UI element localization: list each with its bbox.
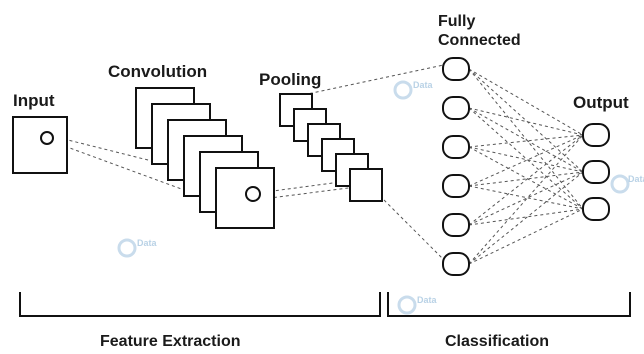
pooling-layer — [279, 93, 383, 202]
fully-connected-label-line2: Connected — [438, 32, 521, 49]
input-label: Input — [13, 91, 55, 110]
fc-output-edge — [468, 134, 584, 148]
fc-output-edge — [468, 134, 584, 187]
pooling-label: Pooling — [259, 70, 321, 89]
convolution-receptive-field — [245, 186, 261, 202]
fc-node — [442, 213, 470, 237]
fc-output-edge — [468, 68, 584, 173]
output-node — [582, 160, 610, 184]
fc-output-edge — [468, 146, 584, 173]
fully-connected-label-line1: Fully — [438, 13, 475, 30]
fc-output-edge — [468, 171, 584, 226]
fc-output-edge — [468, 107, 584, 136]
pool-to-fc-line — [297, 63, 449, 97]
input-layer — [12, 116, 68, 174]
fc-node — [442, 174, 470, 198]
fully-connected-layer — [442, 57, 470, 276]
conv-to-pool-line — [257, 177, 371, 194]
output-layer — [582, 123, 610, 221]
watermark-3: Data — [397, 295, 438, 315]
fc-output-edge — [468, 171, 584, 265]
fc-output-edge — [468, 208, 584, 226]
fc-output-edge — [468, 107, 584, 173]
input-box — [12, 116, 68, 174]
fc-output-edge — [468, 146, 584, 210]
watermark-text: Data — [413, 80, 434, 90]
pooled-map — [349, 168, 383, 202]
fc-node — [442, 135, 470, 159]
fc-output-edge — [468, 134, 584, 265]
output-node — [582, 197, 610, 221]
watermark-text: Data — [417, 295, 438, 305]
watermark-2: Data — [117, 238, 158, 258]
watermark-group: Data Data Data Data — [117, 80, 644, 315]
fc-node — [442, 96, 470, 120]
fc-output-edge — [468, 185, 584, 210]
fc-output-edge — [468, 68, 584, 136]
fc-output-edge — [468, 171, 584, 187]
watermark-1: Data — [393, 80, 434, 100]
fc-node — [442, 252, 470, 276]
fc-output-edge — [468, 68, 584, 210]
feature-map — [215, 167, 275, 229]
fc-node — [442, 57, 470, 81]
watermark-text: Data — [137, 238, 158, 248]
convolution-layer — [135, 87, 275, 229]
watermark-text: Data — [628, 174, 644, 184]
feature-extraction-label: Feature Extraction — [100, 333, 240, 349]
output-node — [582, 123, 610, 147]
fc-output-edge — [468, 107, 584, 210]
classification-bracket — [387, 292, 631, 317]
output-label: Output — [573, 93, 629, 112]
pool-to-fc-line — [383, 199, 449, 265]
fc-output-edge — [468, 134, 584, 226]
fc-output-connections — [468, 68, 584, 265]
input-receptive-field — [40, 131, 54, 145]
convolution-label: Convolution — [108, 62, 207, 81]
watermark-4: Data — [610, 174, 644, 194]
classification-label: Classification — [445, 333, 549, 349]
feature-extraction-bracket — [19, 292, 381, 317]
